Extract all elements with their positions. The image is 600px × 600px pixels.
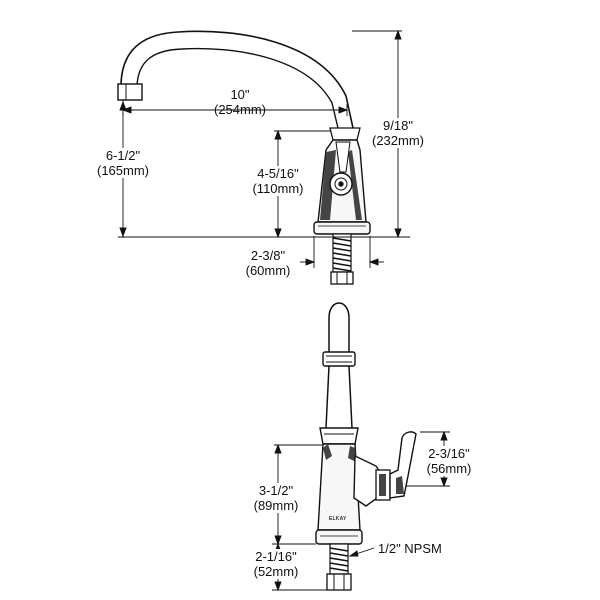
side-view-dimensions	[118, 29, 410, 268]
front-body-height-label: 3-1/2" (89mm)	[244, 483, 308, 513]
side-body-shading	[320, 150, 336, 220]
outlet-height-label: 6-1/2" (165mm)	[88, 148, 158, 178]
brand-mark: ELKAY	[329, 516, 347, 522]
front-spout-top	[328, 302, 350, 352]
side-view-faucet	[117, 30, 371, 285]
handle-height-metric: (56mm)	[426, 461, 472, 476]
front-lock-nut	[326, 573, 352, 591]
side-lock-nut	[330, 271, 354, 285]
spout-reach-imperial: 10"	[230, 87, 250, 102]
front-base-plate	[315, 529, 363, 545]
shank-length-metric: (52mm)	[253, 564, 299, 579]
side-body-height-metric: (110mm)	[252, 181, 304, 196]
front-view-faucet	[315, 302, 417, 591]
base-width-imperial: 2-3/8"	[250, 248, 286, 263]
spout-inner-curve	[136, 47, 339, 129]
base-width-label: 2-3/8" (60mm)	[238, 248, 298, 278]
spout-outer-curve	[120, 30, 354, 129]
handle-height-label: 2-3/16" (56mm)	[414, 446, 484, 476]
overall-height-label: 9/18" (232mm)	[362, 118, 434, 148]
outlet-height-metric: (165mm)	[96, 163, 149, 178]
front-spout-collar	[322, 351, 356, 367]
shank-thread-label: 1/2" NPSM	[378, 541, 442, 556]
front-body-height-imperial: 3-1/2"	[258, 483, 294, 498]
side-base-plate	[313, 221, 371, 235]
shank-length-imperial: 2-1/16"	[255, 549, 297, 564]
overall-height-metric: (232mm)	[371, 133, 424, 148]
outlet-height-imperial: 6-1/2"	[105, 148, 141, 163]
spout-reach-metric: (254mm)	[213, 102, 266, 117]
aerator	[117, 83, 143, 101]
overall-height-imperial: 9/18"	[383, 118, 413, 133]
shank-thread-text: 1/2" NPSM	[378, 541, 442, 556]
spout-reach-label: 10" (254mm)	[200, 87, 280, 117]
handle-height-imperial: 2-3/16"	[428, 446, 470, 461]
side-body-height-label: 4-5/16" (110mm)	[244, 166, 312, 196]
base-width-metric: (60mm)	[245, 263, 291, 278]
side-body-height-imperial: 4-5/16"	[257, 166, 299, 181]
shank-length-label: 2-1/16" (52mm)	[244, 549, 308, 579]
spout-collar	[329, 127, 361, 141]
front-body-height-metric: (89mm)	[253, 498, 299, 513]
front-spout-stem	[325, 365, 353, 429]
